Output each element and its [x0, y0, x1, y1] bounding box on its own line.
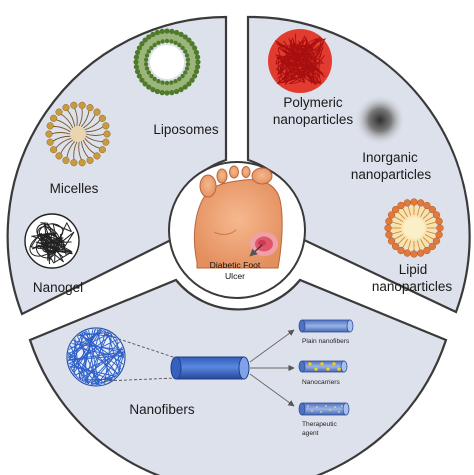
polymeric-label-line2: nanoparticles	[273, 112, 354, 127]
nanofibers-label: Nanofibers	[129, 402, 195, 417]
lipid-label-line2: nanoparticles	[372, 279, 453, 294]
therapeutic-agent-fiber-icon	[298, 402, 350, 416]
therapeutic-label-line1: Therapeutic	[302, 421, 338, 428]
micelle-icon	[45, 101, 111, 167]
inorganic-nanoparticle-icon	[355, 95, 405, 145]
nanogel-label: Nanogel	[33, 280, 83, 295]
nanocarrier-fiber-icon	[298, 360, 348, 373]
therapeutic-label-line2: agent	[302, 430, 319, 437]
plain-nanofibers-label: Plain nanofibers	[302, 338, 350, 345]
inorganic-label-line1: Inorganic	[362, 150, 418, 165]
lipid-label-line1: Lipid	[399, 262, 428, 277]
polymeric-nanoparticle-icon	[268, 29, 332, 93]
single-nanofiber-icon	[170, 356, 250, 380]
inorganic-label-line2: nanoparticles	[351, 167, 432, 182]
center-label-line1: Diabetic Foot	[210, 260, 261, 270]
center-label-line2: Ulcer	[225, 271, 245, 281]
foot-ulcer-icon	[193, 165, 283, 269]
liposome-icon	[133, 28, 201, 96]
nanofiber-mesh-icon	[66, 327, 126, 387]
center-circle: Diabetic Foot Ulcer	[168, 161, 306, 299]
lipid-nanoparticle-icon	[384, 198, 444, 258]
liposomes-label: Liposomes	[153, 122, 219, 137]
polymeric-label-line1: Polymeric	[283, 95, 343, 110]
fiber-dashed-connector	[103, 333, 177, 382]
micelles-label: Micelles	[50, 181, 99, 196]
nanocarriers-label: Nanocarriers	[302, 379, 340, 386]
plain-nanofiber-icon	[298, 319, 354, 333]
nanogel-icon	[24, 213, 80, 269]
branch-arrows	[249, 329, 295, 407]
